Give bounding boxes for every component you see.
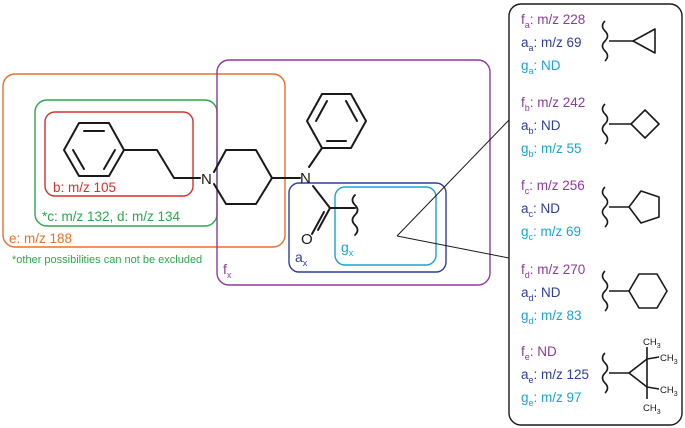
f-fragment-value: fd: m/z 270 bbox=[521, 262, 585, 280]
cyclopropyl-ring-icon bbox=[632, 28, 656, 54]
g-fragment-value: gb: m/z 55 bbox=[521, 141, 582, 159]
fragment-gx-label: gx bbox=[341, 239, 354, 258]
panel-row: fa: m/z 228 aa: m/z 69 ga: ND bbox=[521, 12, 656, 76]
wavy-bond-icon bbox=[601, 103, 609, 145]
substituent-panel bbox=[508, 3, 683, 426]
fragment-cd-box bbox=[34, 99, 218, 227]
wavy-bond-icon bbox=[601, 186, 609, 228]
left-phenyl-ring bbox=[63, 122, 125, 177]
top-phenyl-ring bbox=[306, 93, 367, 149]
connector-line-bottom bbox=[396, 235, 510, 259]
methyl-label: CH3 bbox=[643, 337, 661, 350]
amide-n-atom: N bbox=[300, 170, 311, 187]
wavy-bond-icon bbox=[601, 20, 609, 62]
methyl-label: CH3 bbox=[643, 403, 661, 416]
fragment-e-label: e: m/z 188 bbox=[9, 231, 72, 246]
g-fragment-value: gd: m/z 83 bbox=[521, 308, 582, 326]
fragment-e-box bbox=[2, 73, 286, 248]
exclusion-note: *other possibilities can not be excluded bbox=[12, 254, 202, 266]
fragment-b-label: b: m/z 105 bbox=[53, 180, 116, 195]
wavy-bond-icon bbox=[601, 352, 609, 394]
a-fragment-value: ac: ND bbox=[521, 201, 560, 219]
piperidine-ring bbox=[213, 149, 273, 205]
f-fragment-value: fe: ND bbox=[521, 344, 557, 362]
ethyl-linker bbox=[123, 149, 201, 179]
panel-row: fc: m/z 256 ac: ND gc: m/z 69 bbox=[521, 178, 660, 242]
fragment-gx-box bbox=[334, 186, 437, 266]
g-fragment-value: gc: m/z 69 bbox=[521, 224, 581, 242]
fragment-ax-box bbox=[288, 182, 447, 273]
fragment-ax-label: ax bbox=[295, 249, 308, 268]
g-fragment-value: ga: ND bbox=[521, 58, 561, 76]
tetramethylcyclopropyl-ring-icon bbox=[628, 358, 648, 388]
connector-line-top bbox=[396, 119, 510, 237]
cyclohexyl-ring-icon bbox=[628, 273, 668, 309]
wavy-bond-icon bbox=[601, 270, 609, 312]
cyclobutyl-ring-icon bbox=[630, 109, 660, 139]
methyl-bond bbox=[646, 386, 660, 390]
a-fragment-value: ab: ND bbox=[521, 118, 561, 136]
f-fragment-value: fb: m/z 242 bbox=[521, 95, 585, 113]
fragment-cd-label: *c: m/z 132, d: m/z 134 bbox=[42, 209, 181, 224]
f-fragment-value: fa: m/z 228 bbox=[521, 12, 585, 30]
panel-row: fb: m/z 242 ab: ND gb: m/z 55 bbox=[521, 95, 660, 159]
a-fragment-value: ae: m/z 125 bbox=[521, 367, 589, 385]
cyclopentyl-ring-icon bbox=[628, 190, 660, 224]
carbonyl-o-atom: O bbox=[301, 231, 313, 248]
f-fragment-value: fc: m/z 256 bbox=[521, 178, 585, 196]
molecule-structure bbox=[63, 93, 367, 236]
wavy-bond bbox=[351, 194, 359, 236]
methyl-bond bbox=[646, 356, 660, 360]
g-fragment-value: ge: m/z 97 bbox=[521, 390, 582, 408]
methyl-label: CH3 bbox=[660, 353, 678, 366]
fragment-fx-label: fx bbox=[223, 261, 232, 280]
a-fragment-value: ad: ND bbox=[521, 285, 561, 303]
methyl-label: CH3 bbox=[660, 385, 678, 398]
panel-rows: fa: m/z 228 aa: m/z 69 ga: ND fb: m/z 242 ab… bbox=[521, 12, 678, 416]
fragment-b-box bbox=[44, 111, 194, 197]
a-fragment-value: aa: m/z 69 bbox=[521, 35, 582, 53]
panel-row: fd: m/z 270 ad: ND gd: m/z 83 bbox=[521, 262, 668, 326]
fragment-fx-box bbox=[216, 59, 491, 286]
piperidine-n-atom: N bbox=[201, 171, 212, 188]
